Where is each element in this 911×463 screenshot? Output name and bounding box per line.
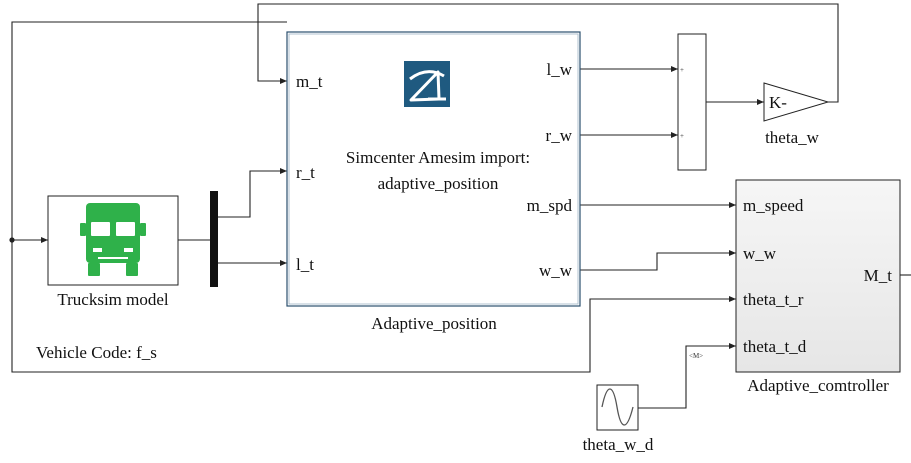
controller-input-theta-t-d: theta_t_d bbox=[743, 337, 807, 356]
controller-input-w-w: w_w bbox=[743, 244, 777, 263]
mux-bar[interactable] bbox=[210, 191, 218, 287]
sine-wave-icon bbox=[601, 388, 634, 426]
controller-block-frame[interactable] bbox=[735, 179, 901, 373]
controller-output-m-t: M_t bbox=[864, 266, 893, 285]
sine-to-theta-td-wire[interactable] bbox=[638, 343, 736, 409]
sum-sign-1: + bbox=[680, 66, 684, 74]
vehicle-code-label: Vehicle Code: f_s bbox=[36, 343, 157, 362]
amesim-block-name: Adaptive_position bbox=[371, 314, 497, 333]
amesim-input-port-r-t: r_t bbox=[296, 163, 315, 182]
amesim-block-title-line1: Simcenter Amesim import: bbox=[346, 148, 530, 167]
amesim-output-port-r-w: r_w bbox=[546, 126, 573, 145]
amesim-output-port-l-w: l_w bbox=[547, 60, 573, 79]
gain-value: K- bbox=[769, 93, 787, 112]
sine-block-name: theta_w_d bbox=[583, 435, 654, 454]
amesim-logo-icon bbox=[404, 61, 450, 107]
outer-loop-wire[interactable] bbox=[11, 21, 287, 240]
gain-feedback-wire[interactable] bbox=[257, 3, 839, 103]
amesim-output-port-w-w: w_w bbox=[539, 261, 573, 280]
gain-block-triangle[interactable] bbox=[763, 82, 830, 122]
controller-input-theta-t-r: theta_t_r bbox=[743, 290, 804, 309]
sum-block[interactable]: + + bbox=[677, 33, 707, 171]
amesim-block-title-line2: adaptive_position bbox=[378, 174, 499, 193]
amesim-import-block[interactable]: Simcenter Amesim import: adaptive_positi… bbox=[286, 31, 581, 333]
controller-input-m-speed: m_speed bbox=[743, 196, 804, 215]
sum-sign-2: + bbox=[680, 132, 684, 140]
trucksim-block-name: Trucksim model bbox=[57, 290, 169, 309]
amesim-output-port-m-spd: m_spd bbox=[527, 196, 573, 215]
signal-wires bbox=[9, 3, 911, 409]
controller-block[interactable]: m_speed w_w theta_t_r theta_t_d M_t Adap… bbox=[735, 179, 901, 395]
sine-source-block[interactable]: theta_w_d bbox=[583, 384, 654, 454]
ww-to-controller-wire[interactable] bbox=[580, 250, 736, 271]
mux-to-rt-wire[interactable] bbox=[218, 168, 287, 218]
sum-block-frame[interactable] bbox=[677, 33, 707, 171]
wire-tag: <M> bbox=[689, 352, 703, 360]
gain-block-name: theta_w bbox=[765, 128, 820, 147]
trucksim-block[interactable]: Trucksim model bbox=[47, 195, 179, 309]
amesim-input-port-l-t: l_t bbox=[296, 255, 314, 274]
controller-block-name: Adaptive_comtroller bbox=[747, 376, 889, 395]
branch-point bbox=[9, 237, 15, 243]
amesim-block-inner-frame bbox=[288, 33, 579, 305]
truck-icon-details bbox=[91, 222, 135, 259]
gain-block[interactable]: K- theta_w bbox=[763, 82, 830, 147]
theta-tr-wire[interactable] bbox=[11, 240, 736, 373]
amesim-input-port-m-t: m_t bbox=[296, 72, 323, 91]
